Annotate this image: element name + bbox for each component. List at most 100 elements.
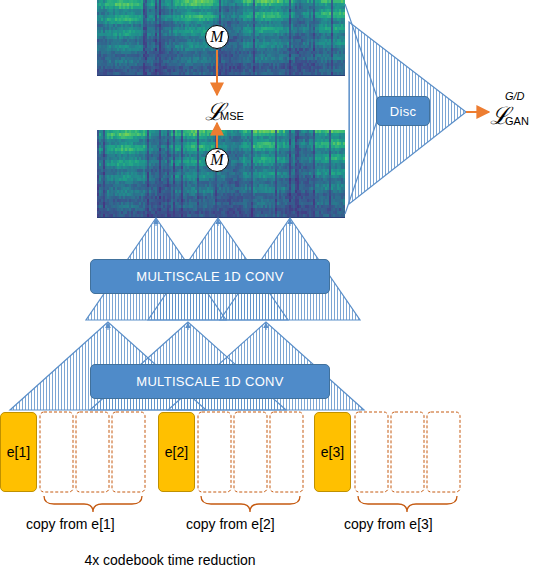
spectrogram-cell: [175, 6, 177, 9]
spectrogram-cell: [173, 3, 175, 6]
spectrogram-cell: [313, 45, 315, 48]
spectrogram-cell: [269, 6, 271, 9]
spectrogram-cell: [155, 36, 157, 39]
spectrogram-cell: [143, 27, 145, 30]
spectrogram-cell: [121, 21, 123, 24]
spectrogram-cell: [203, 24, 205, 27]
spectrogram-cell: [303, 3, 305, 6]
spectrogram-cell: [233, 36, 235, 39]
spectrogram-cell: [245, 27, 247, 30]
spectrogram-cell: [317, 27, 319, 30]
spectrogram-cell: [183, 18, 185, 21]
spectrogram-cell: [203, 27, 205, 30]
spectrogram-cell: [189, 30, 191, 33]
spectrogram-cell: [309, 24, 311, 27]
spectrogram-cell: [219, 9, 221, 12]
spectrogram-cell: [147, 18, 149, 21]
spectrogram-cell: [243, 0, 245, 3]
spectrogram-cell: [123, 3, 125, 6]
spectrogram-cell: [301, 36, 303, 39]
spectrogram-cell: [321, 45, 323, 48]
spectrogram-cell: [239, 12, 241, 15]
spectrogram-cell: [245, 42, 247, 45]
spectrogram-cell: [137, 21, 139, 24]
spectrogram-cell: [105, 42, 107, 45]
spectrogram-cell: [131, 12, 133, 15]
spectrogram-cell: [235, 3, 237, 6]
spectrogram-cell: [239, 0, 241, 3]
spectrogram-cell: [227, 3, 229, 6]
spectrogram-cell: [105, 6, 107, 9]
spectrogram-cell: [195, 6, 197, 9]
spectrogram-cell: [103, 9, 105, 12]
spectrogram-cell: [109, 42, 111, 45]
spectrogram-cell: [277, 0, 279, 3]
spectrogram-cell: [123, 42, 125, 45]
spectrogram-cell: [161, 42, 163, 45]
spectrogram-cell: [133, 0, 135, 3]
spectrogram-cell: [137, 33, 139, 36]
spectrogram-cell: [157, 0, 159, 3]
spectrogram-cell: [203, 42, 205, 45]
spectrogram-cell: [237, 39, 239, 42]
spectrogram-cell: [151, 3, 153, 6]
spectrogram-cell: [309, 6, 311, 9]
spectrogram-cell: [153, 33, 155, 36]
spectrogram-cell: [149, 3, 151, 6]
spectrogram-cell: [327, 30, 329, 33]
spectrogram-cell: [195, 15, 197, 18]
spectrogram-cell: [149, 6, 151, 9]
spectrogram-cell: [291, 30, 293, 33]
spectrogram-cell: [281, 21, 283, 24]
spectrogram-cell: [281, 12, 283, 15]
spectrogram-cell: [187, 12, 189, 15]
spectrogram-cell: [313, 42, 315, 45]
spectrogram-cell: [99, 36, 101, 39]
spectrogram-cell: [223, 0, 225, 3]
spectrogram-cell: [109, 27, 111, 30]
spectrogram-cell: [221, 18, 223, 21]
spectrogram-cell: [99, 48, 101, 51]
spectrogram-cell: [97, 48, 99, 51]
spectrogram-cell: [339, 18, 341, 21]
spectrogram-cell: [325, 18, 327, 21]
spectrogram-cell: [175, 27, 177, 30]
spectrogram-cell: [165, 27, 167, 30]
spectrogram-cell: [323, 0, 325, 3]
spectrogram-cell: [317, 33, 319, 36]
spectrogram-cell: [109, 0, 111, 3]
spectrogram-cell: [225, 18, 227, 21]
spectrogram-cell: [277, 30, 279, 33]
spectrogram-cell: [265, 12, 267, 15]
spectrogram-cell: [239, 24, 241, 27]
spectrogram-cell: [197, 30, 199, 33]
spectrogram-cell: [167, 21, 169, 24]
spectrogram-cell: [255, 36, 257, 39]
spectrogram-cell: [127, 45, 129, 48]
spectrogram-cell: [115, 18, 117, 21]
spectrogram-cell: [229, 3, 231, 6]
spectrogram-cell: [121, 9, 123, 12]
spectrogram-cell: [293, 3, 295, 6]
spectrogram-cell: [331, 27, 333, 30]
spectrogram-cell: [149, 42, 151, 45]
spectrogram-cell: [275, 24, 277, 27]
spectrogram-cell: [111, 18, 113, 21]
spectrogram-cell: [333, 12, 335, 15]
spectrogram-cell: [127, 33, 129, 36]
spectrogram-cell: [145, 12, 147, 15]
spectrogram-cell: [149, 27, 151, 30]
spectrogram-cell: [139, 0, 141, 3]
spectrogram-cell: [149, 39, 151, 42]
spectrogram-cell: [171, 6, 173, 9]
spectrogram-cell: [157, 6, 159, 9]
spectrogram-cell: [101, 6, 103, 9]
spectrogram-cell: [107, 6, 109, 9]
spectrogram-cell: [165, 15, 167, 18]
spectrogram-cell: [101, 18, 103, 21]
spectrogram-cell: [193, 33, 195, 36]
spectrogram-cell: [317, 0, 319, 3]
spectrogram-cell: [191, 24, 193, 27]
spectrogram-cell: [211, 18, 213, 21]
spectrogram-cell: [321, 12, 323, 15]
